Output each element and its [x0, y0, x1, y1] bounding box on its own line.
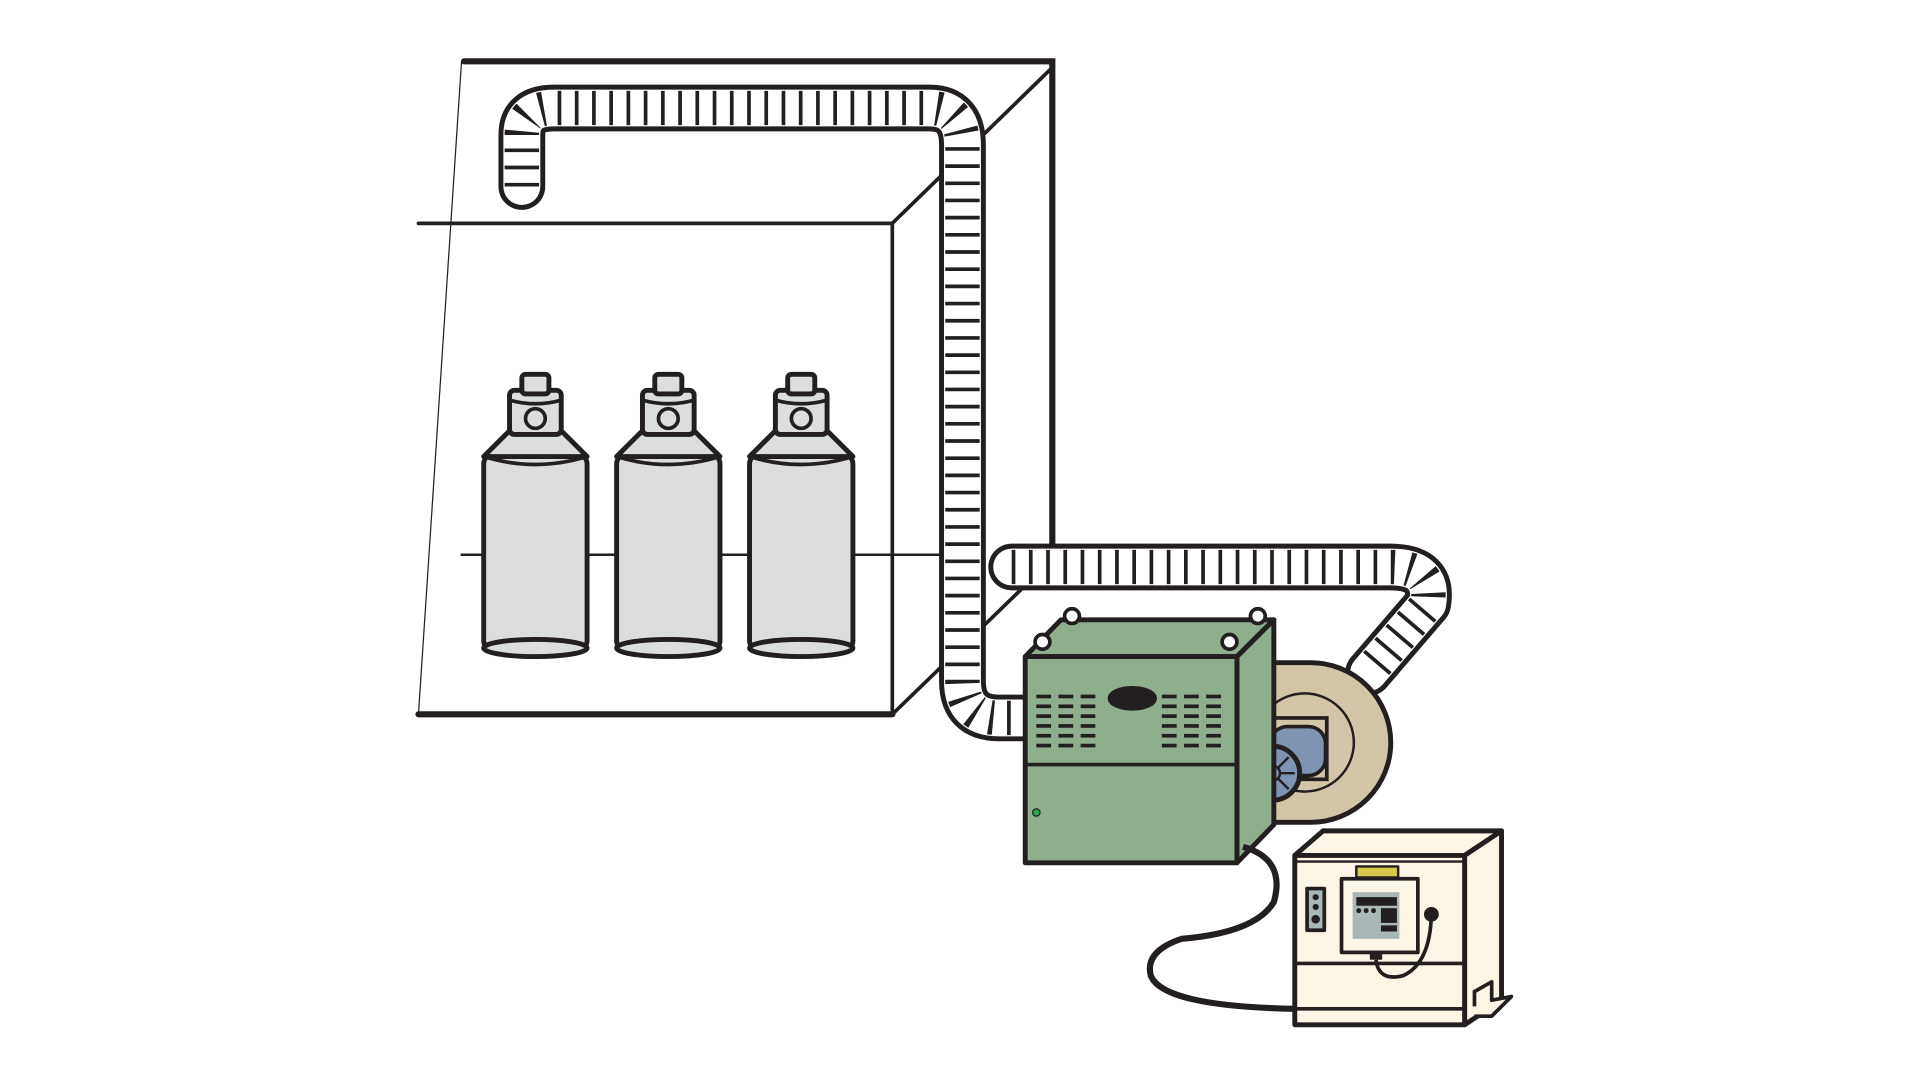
blower-fan: [1240, 660, 1394, 825]
exhaust-duct-hose: [988, 543, 1452, 696]
gas-cylinder: [750, 374, 853, 656]
handle-icon: [1355, 865, 1400, 879]
mounting-bracket: [1472, 979, 1514, 1019]
scrubber-unit: [1022, 606, 1277, 866]
gas-cylinder: [484, 374, 587, 656]
exhaust-duct-hose: [498, 84, 1045, 742]
indicator-light-icon: [1032, 808, 1041, 817]
gas-cylinder: [617, 374, 720, 656]
control-box: [1292, 828, 1514, 1028]
power-cable: [1146, 843, 1295, 1012]
